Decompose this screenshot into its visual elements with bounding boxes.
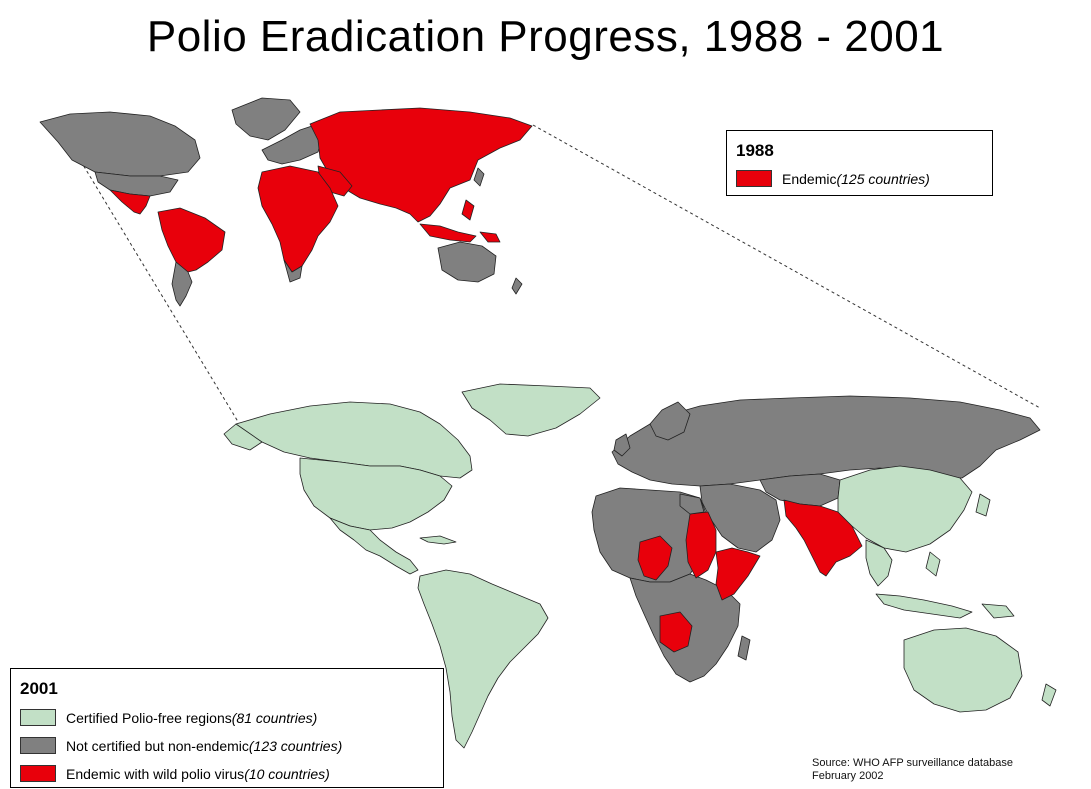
map-1988-australia bbox=[437, 241, 497, 283]
map-2001-usa bbox=[299, 457, 453, 531]
map-1988-new-zealand bbox=[511, 277, 523, 295]
map-2001-australia bbox=[903, 627, 1023, 713]
map-2001-alaska bbox=[223, 423, 263, 451]
map-2001-madagascar bbox=[737, 635, 751, 661]
legend-count: (123 countries) bbox=[248, 737, 343, 754]
map-1988-usa bbox=[94, 171, 179, 197]
map-1988-africa bbox=[257, 165, 339, 273]
map-1988-southern-cone bbox=[171, 261, 193, 307]
map-1988 bbox=[39, 97, 533, 307]
map-2001-south-america bbox=[417, 569, 549, 749]
legend-count: (10 countries) bbox=[244, 765, 330, 782]
map-2001-philippines bbox=[925, 551, 941, 577]
map-1988-south-america bbox=[157, 207, 226, 273]
legend-swatch-endemic bbox=[736, 170, 772, 187]
map-2001-china bbox=[837, 465, 973, 553]
map-2001-cuba bbox=[419, 535, 457, 545]
map-2001-nigeria-niger bbox=[637, 535, 673, 581]
legend-label: Endemic with wild polio virus bbox=[66, 765, 245, 782]
map-2001 bbox=[223, 383, 1057, 749]
map-1988-indonesia bbox=[419, 223, 477, 243]
legend-item-non-endemic: Not certified but non-endemic (123 count… bbox=[20, 737, 342, 754]
legend-1988: 1988 Endemic (125 countries) bbox=[726, 130, 993, 196]
legend-2001: 2001 Certified Polio-free regions (81 co… bbox=[10, 668, 444, 788]
legend-item-endemic-1988: Endemic (125 countries) bbox=[736, 170, 930, 187]
legend-item-endemic-2001: Endemic with wild polio virus (10 countr… bbox=[20, 765, 330, 782]
map-2001-png bbox=[981, 603, 1015, 619]
map-2001-scandinavia bbox=[649, 401, 691, 441]
legend-count: (81 countries) bbox=[231, 709, 318, 726]
legend-label: Certified Polio-free regions bbox=[66, 709, 232, 726]
map-2001-central-asia bbox=[759, 473, 841, 507]
legend-count: (125 countries) bbox=[836, 170, 930, 187]
legend-2001-year: 2001 bbox=[20, 679, 58, 698]
source-note: Source: WHO AFP surveillance database Fe… bbox=[812, 757, 1013, 783]
legend-swatch-polio-free bbox=[20, 709, 56, 726]
source-date: February 2002 bbox=[812, 770, 884, 782]
map-1988-japan bbox=[473, 167, 485, 187]
map-2001-uk bbox=[613, 433, 631, 457]
map-2001-greenland bbox=[461, 383, 601, 437]
map-1988-canada bbox=[39, 111, 201, 177]
map-2001-angola bbox=[659, 611, 693, 653]
connector-line-right bbox=[532, 124, 1041, 409]
map-2001-canada bbox=[235, 401, 473, 479]
source-line: Source: WHO AFP surveillance database bbox=[812, 757, 1013, 769]
map-2001-south-asia bbox=[783, 499, 863, 577]
map-2001-southeast-asia bbox=[865, 539, 893, 587]
map-1988-southern-africa bbox=[283, 259, 303, 283]
legend-label: Not certified but non-endemic bbox=[66, 737, 249, 754]
map-2001-indonesia bbox=[875, 593, 973, 619]
map-1988-greenland bbox=[231, 97, 301, 141]
legend-swatch-non-endemic bbox=[20, 737, 56, 754]
map-1988-png bbox=[479, 231, 501, 243]
map-2001-egypt bbox=[679, 493, 705, 515]
map-2001-mexico bbox=[329, 517, 419, 575]
map-2001-ethiopia-somalia bbox=[715, 547, 761, 601]
legend-item-polio-free: Certified Polio-free regions (81 countri… bbox=[20, 709, 317, 726]
legend-swatch-endemic-2001 bbox=[20, 765, 56, 782]
map-1988-asia bbox=[309, 107, 533, 223]
map-2001-japan bbox=[975, 493, 991, 517]
legend-1988-year: 1988 bbox=[736, 141, 774, 160]
page-title: Polio Eradication Progress, 1988 - 2001 bbox=[146, 12, 945, 61]
map-1988-mexico bbox=[109, 189, 151, 215]
legend-label: Endemic bbox=[782, 170, 837, 187]
map-2001-sudan bbox=[685, 511, 717, 579]
map-2001-new-zealand bbox=[1041, 683, 1057, 707]
map-1988-philippines bbox=[461, 199, 475, 221]
